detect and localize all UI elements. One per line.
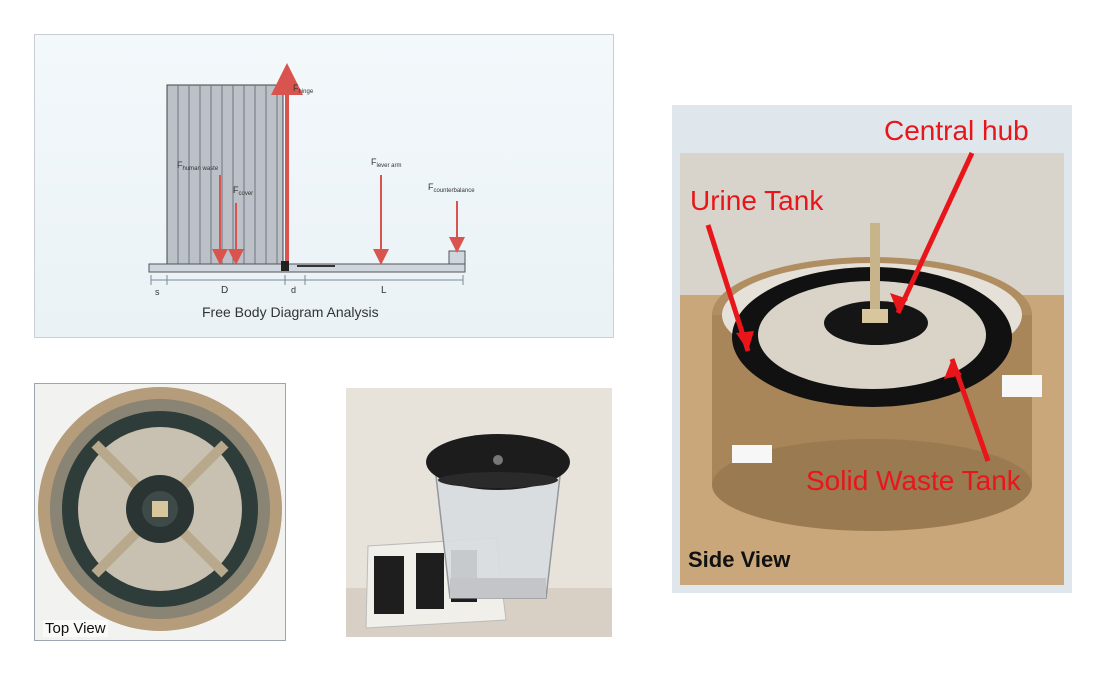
side-view-illustration xyxy=(672,105,1072,593)
prototype-photo xyxy=(346,388,612,637)
urine-tank-label: Urine Tank xyxy=(690,185,824,216)
side-view-photo: Central hub Urine Tank Solid Waste Tank … xyxy=(672,105,1072,593)
central-hub-label: Central hub xyxy=(884,115,1029,146)
free-body-diagram-panel: Fhinge Fhuman waste Fcover Flever arm Fc… xyxy=(34,34,614,338)
hinge-force-label: Fhinge xyxy=(293,83,314,95)
prototype-illustration xyxy=(346,388,612,637)
top-view-caption: Top View xyxy=(43,620,108,637)
human-waste-force-label: Fhuman waste xyxy=(177,160,219,172)
cover-force-label: Fcover xyxy=(233,185,253,197)
hinge-block xyxy=(281,261,289,271)
top-view-photo: Top View xyxy=(34,383,286,641)
free-body-diagram: Fhinge Fhuman waste Fcover Flever arm Fc… xyxy=(148,63,475,320)
dimension-line xyxy=(150,275,464,285)
fbd-caption: Free Body Diagram Analysis xyxy=(202,304,379,320)
counterbalance-force-label: Fcounterbalance xyxy=(428,182,475,194)
side-view-caption: Side View xyxy=(688,547,791,572)
dim-D-label: D xyxy=(221,285,228,296)
counterbalance-weight xyxy=(448,250,466,265)
dim-L-label: L xyxy=(381,285,387,296)
lever-beam xyxy=(148,263,466,273)
solid-waste-tank-label: Solid Waste Tank xyxy=(806,465,1021,496)
dim-s-label: s xyxy=(155,287,160,297)
tank-body xyxy=(166,84,284,266)
top-view-illustration xyxy=(35,384,285,640)
lever-arm-force-label: Flever arm xyxy=(371,157,402,169)
dim-d-label: d xyxy=(291,285,296,295)
